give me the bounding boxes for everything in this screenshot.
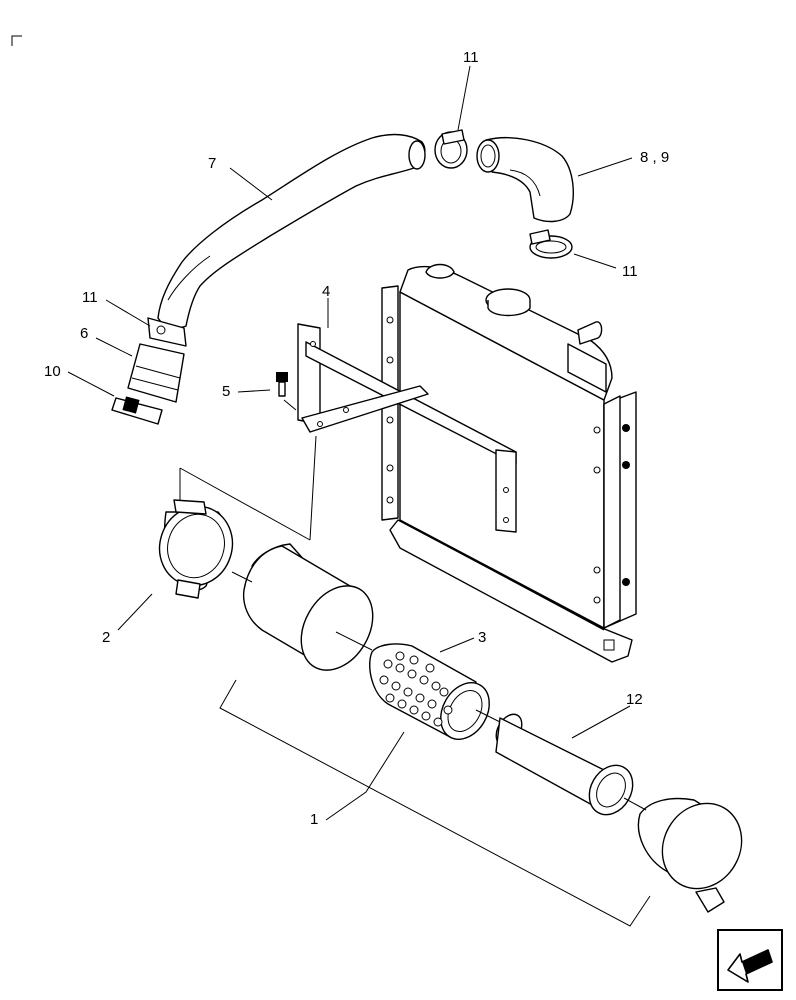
- air-cleaner-body: [242, 543, 374, 671]
- hose-clamp-11-left: [147, 317, 187, 347]
- callout-10: 10: [44, 363, 61, 380]
- band-clamp-2: [158, 499, 234, 599]
- callout-12: 12: [626, 691, 643, 708]
- hose-adapter-6: [127, 343, 185, 403]
- callout-2: 2: [102, 629, 110, 646]
- callout-5: 5: [222, 383, 230, 400]
- callout-8-9: 8 , 9: [640, 149, 669, 166]
- callout-4: 4: [322, 283, 330, 300]
- primary-filter-element-3: [369, 643, 490, 740]
- callout-1: 1: [310, 811, 318, 828]
- callout-11-right: 11: [622, 263, 638, 280]
- hose-clamp-11-right: [529, 229, 573, 259]
- filter-perforations: [379, 651, 453, 727]
- hose-clamp-10: [111, 396, 163, 425]
- next-page-arrow-icon[interactable]: [717, 929, 783, 991]
- air-cleaner-end-cover: [637, 797, 743, 913]
- mounting-bracket-4: [297, 323, 517, 533]
- corner-mark-icon: [11, 35, 22, 46]
- callout-6: 6: [80, 325, 88, 342]
- elbow-hose-8-9: [476, 137, 574, 223]
- callout-11-top: 11: [463, 49, 479, 66]
- callout-11-left: 11: [82, 289, 98, 306]
- upper-hose-7: [157, 133, 426, 329]
- callout-3: 3: [478, 629, 486, 646]
- callout-7: 7: [208, 155, 216, 172]
- leader-lines: [67, 65, 651, 927]
- safety-filter-element-12: [495, 713, 634, 816]
- hose-clamp-11-top: [434, 129, 468, 169]
- bolt-5: [276, 372, 288, 397]
